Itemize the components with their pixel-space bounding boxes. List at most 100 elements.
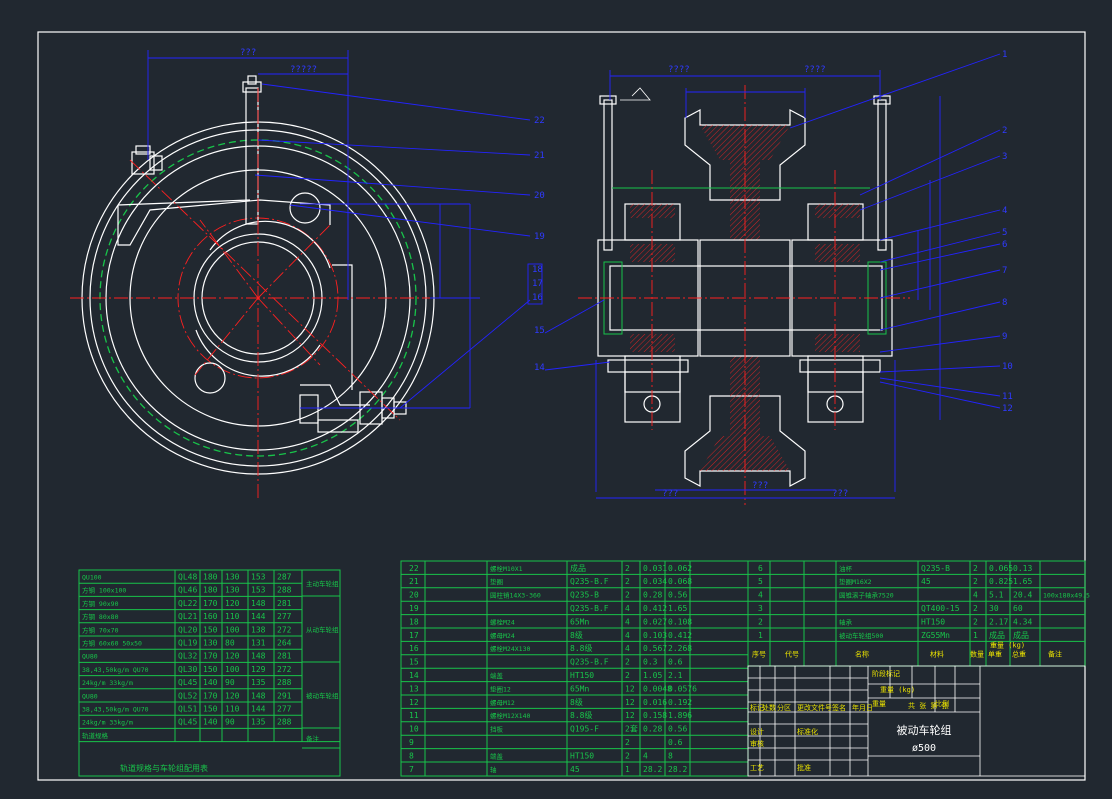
rail-cell: QL45 xyxy=(178,678,197,687)
bom-cell: 成品 xyxy=(1013,630,1029,640)
bom-cell: 0.158 xyxy=(643,711,667,720)
rail-cell: 135 xyxy=(251,718,266,727)
bom-cell: 0.192 xyxy=(668,698,692,707)
bom-cell: 垫圈 xyxy=(490,577,503,586)
bom-cell: Q235-B xyxy=(570,591,599,600)
bom-weight-units: 重量 (kg) xyxy=(990,641,1025,649)
bom-cell: 成品 xyxy=(989,630,1005,640)
label-5: 5 xyxy=(1002,228,1007,238)
rail-cell: QL21 xyxy=(178,612,197,621)
bom-cell: 0.068 xyxy=(668,577,692,586)
bom-cell: HT150 xyxy=(570,751,594,760)
rail-side-label: 备注 xyxy=(306,734,320,743)
bom-cell: 19 xyxy=(409,604,419,613)
bom-cell: 0.3 xyxy=(643,658,658,667)
sheet-info: 共 张 第 张 xyxy=(908,701,949,710)
bom-cell: 10 xyxy=(409,725,419,734)
rail-cell: 160 xyxy=(203,612,218,621)
rail-cell: 148 xyxy=(251,599,266,608)
bom-cell: 14 xyxy=(409,671,419,680)
bom-cell: 13 xyxy=(409,684,419,693)
rail-cell: 170 xyxy=(203,599,218,608)
bom-header-cell: 名称 xyxy=(855,649,869,658)
title-cell: 设计 xyxy=(750,727,764,736)
dim-top-total: ??? xyxy=(240,48,256,58)
rail-cell: 110 xyxy=(225,612,240,621)
label-10: 10 xyxy=(1002,362,1013,372)
bom-cell: 3 xyxy=(758,604,763,613)
rail-cell: 100 xyxy=(225,665,240,674)
bom-cell: 0.28 xyxy=(643,725,662,734)
rail-side-label: 被动车轮组 xyxy=(306,691,339,700)
label-4: 4 xyxy=(1002,206,1007,216)
rail-table-footer: 轨道规格与车轮组配用表 xyxy=(120,763,208,773)
rail-cell: 90 xyxy=(225,718,235,727)
dim-right-bottom-mid: ??? xyxy=(752,481,768,491)
title-block xyxy=(747,665,1086,777)
rail-cell: 287 xyxy=(277,573,292,582)
bom-cell: 0.0576 xyxy=(668,684,697,693)
rail-cell: 272 xyxy=(277,665,292,674)
rail-cell: 170 xyxy=(203,691,218,700)
bom-cell: 0.56 xyxy=(668,725,687,734)
dim-right-top-right: ???? xyxy=(804,65,826,75)
bom-cell: 2 xyxy=(625,738,630,747)
bom-cell: 12 xyxy=(625,684,635,693)
bom-cell: 22 xyxy=(409,564,419,573)
bom-cell: 2 xyxy=(625,577,630,586)
rail-cell: 150 xyxy=(203,705,218,714)
rail-cell: 轨道规格 xyxy=(82,731,109,740)
rail-cell: 135 xyxy=(251,678,266,687)
rail-cell: 120 xyxy=(225,652,240,661)
bom-cell: 65Mn xyxy=(570,684,589,693)
bom-cell: Q195-F xyxy=(570,725,599,734)
bom-cell: 2 xyxy=(625,564,630,573)
rail-cell: 272 xyxy=(277,625,292,634)
bom-cell: 12 xyxy=(409,698,419,707)
rail-cell: 144 xyxy=(251,612,266,621)
bom-cell: 65Mn xyxy=(570,617,589,626)
rail-cell: QL45 xyxy=(178,718,197,727)
label-21: 21 xyxy=(534,151,545,161)
bom-cell: 12 xyxy=(625,698,635,707)
bom-cell: 2 xyxy=(625,658,630,667)
rail-cell: QU80 xyxy=(82,653,98,661)
rail-cell: 277 xyxy=(277,705,292,714)
bom-cell: 0.065 xyxy=(989,564,1013,573)
bom-cell: 螺栓M24 xyxy=(490,617,515,626)
bom-cell: 4 xyxy=(625,604,630,613)
dim-right-bottom-left: ??? xyxy=(662,489,678,499)
rail-cell: 148 xyxy=(251,652,266,661)
bom-cell: 0.56 xyxy=(668,591,687,600)
title-cell: 签名 xyxy=(832,703,846,712)
rail-cell: 288 xyxy=(277,718,292,727)
bom-cell: 28.2 xyxy=(643,765,662,774)
rail-cell: 140 xyxy=(203,678,218,687)
rail-cell: 138 xyxy=(251,625,266,634)
rail-cell: QL51 xyxy=(178,705,197,714)
bom-cell: 8级 xyxy=(570,630,583,640)
label-19: 19 xyxy=(534,232,545,242)
wheel-section-view xyxy=(578,85,910,505)
rail-cell: 150 xyxy=(203,625,218,634)
bom-cell: 螺栓M10X1 xyxy=(490,564,523,573)
bom-cell: 0.6 xyxy=(668,738,683,747)
title-cell: 标记 xyxy=(750,703,764,712)
bom-cell: 2 xyxy=(973,604,978,613)
bom-header-cell: 数量 xyxy=(970,649,984,658)
bom-cell: 20 xyxy=(409,591,419,600)
rail-cell: QL52 xyxy=(178,691,197,700)
bom-cell: 5 xyxy=(758,577,763,586)
rail-cell: QL32 xyxy=(178,652,197,661)
title-cell: 标准化 xyxy=(797,727,818,736)
title-cell: 阶段标记 xyxy=(872,669,900,678)
rail-cell: 130 xyxy=(225,573,240,582)
bom-cell: 0.412 xyxy=(668,631,692,640)
bom-cell: 2套 xyxy=(625,724,638,734)
bom-cell: 1.05 xyxy=(643,671,662,680)
right-dimensions: ???? ???? ??? ??? ??? xyxy=(595,65,941,499)
bom-cell: 8.8级 xyxy=(570,710,592,720)
